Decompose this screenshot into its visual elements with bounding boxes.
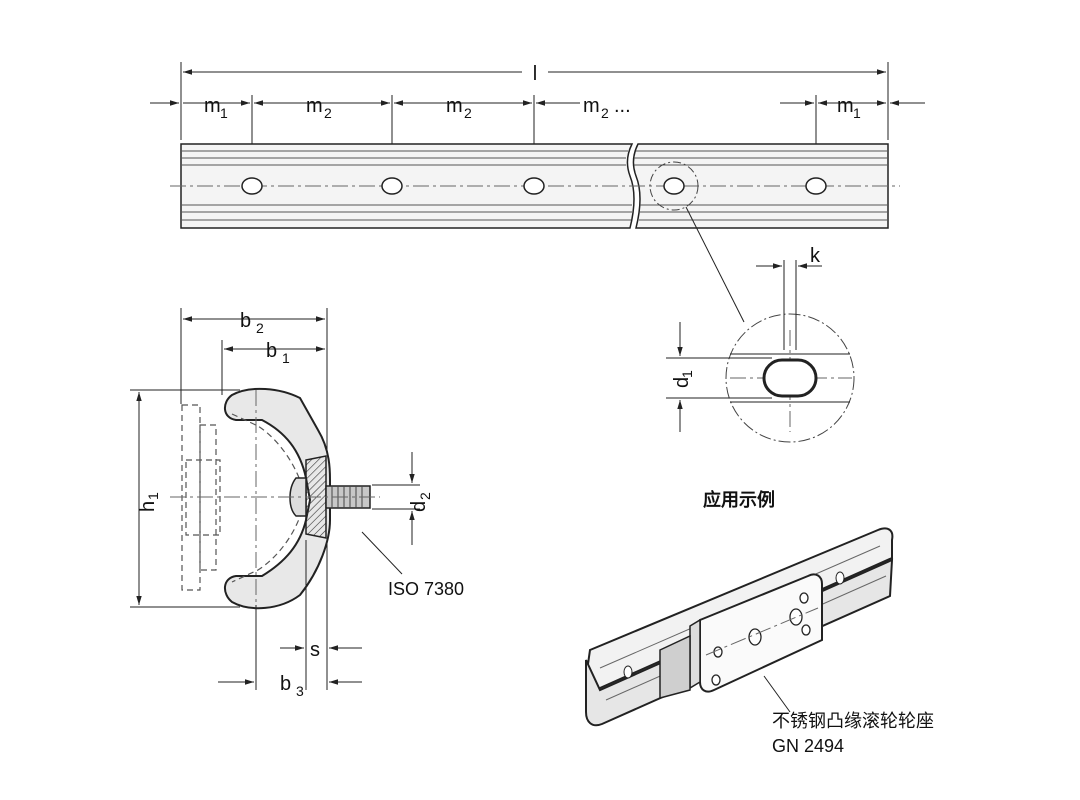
dim-b2-sub: 2 bbox=[256, 320, 264, 336]
rail-inner-hidden bbox=[231, 413, 306, 583]
dim-d1: d bbox=[671, 377, 693, 388]
dim-l-label: l bbox=[533, 63, 537, 85]
iso-leader-line bbox=[361, 531, 403, 575]
mounting-hole bbox=[805, 177, 827, 195]
dim-m1-right: m bbox=[837, 95, 854, 117]
mounting-hole bbox=[381, 177, 403, 195]
application-heading: 应用示例 bbox=[703, 489, 775, 510]
dim-m1-right-sub: 1 bbox=[853, 105, 861, 121]
roller-leader-line bbox=[763, 675, 791, 713]
dim-b1: b bbox=[266, 340, 277, 362]
dim-m2-a: m bbox=[306, 95, 323, 117]
dim-s: s bbox=[310, 639, 320, 661]
slotted-hole bbox=[762, 358, 818, 398]
carriage-holes bbox=[711, 592, 811, 686]
dim-d1-sub: 1 bbox=[679, 370, 695, 378]
dim-m2-c-suffix: ... bbox=[614, 95, 631, 117]
hole-detail-view: k d 1 bbox=[666, 245, 855, 443]
roller-name: 不锈钢凸缘滚轮轮座 bbox=[772, 711, 934, 731]
rail-hole bbox=[835, 571, 845, 585]
dim-m2-c: m bbox=[583, 95, 600, 117]
detail-leader-line bbox=[685, 206, 745, 323]
iso-label: ISO 7380 bbox=[388, 579, 464, 599]
carriage-plate bbox=[699, 573, 823, 693]
mounting-hole bbox=[241, 177, 263, 195]
dim-d2-sub: 2 bbox=[417, 492, 433, 500]
carriage-plate-edge bbox=[689, 618, 701, 690]
rail-groove-lines bbox=[181, 150, 888, 221]
dim-k: k bbox=[810, 245, 821, 267]
roller-code: GN 2494 bbox=[772, 736, 844, 756]
mounting-hole bbox=[523, 177, 545, 195]
rail-hole bbox=[623, 665, 633, 679]
dim-b3-sub: 3 bbox=[296, 683, 304, 699]
dim-m2-a-sub: 2 bbox=[324, 105, 332, 121]
roller-block bbox=[659, 634, 691, 699]
mounting-hole bbox=[663, 177, 685, 195]
dim-b3: b bbox=[280, 673, 291, 695]
rail-top-view: l m 1 m 2 m 2 m 2 ... m 1 bbox=[150, 62, 925, 323]
dim-m2-c-sub: 2 bbox=[601, 105, 609, 121]
dim-b1-sub: 1 bbox=[282, 350, 290, 366]
dim-b2: b bbox=[240, 310, 251, 332]
dim-d2: d bbox=[408, 501, 430, 512]
dim-m1-left: m bbox=[204, 95, 221, 117]
dim-h1: h bbox=[137, 501, 159, 512]
detail-marker-circle bbox=[649, 161, 699, 211]
dim-m1-left-sub: 1 bbox=[220, 105, 228, 121]
dim-m2-b-sub: 2 bbox=[464, 105, 472, 121]
rail-profile-section bbox=[224, 387, 331, 610]
rail-cross-section: b 2 b 1 h 1 d 2 ISO 7380 s b 3 bbox=[130, 308, 464, 699]
application-example: 应用示例 不锈钢凸缘滚轮轮座 GN 2494 bbox=[584, 489, 934, 756]
dim-h1-sub: 1 bbox=[145, 492, 161, 500]
carriage-center-line bbox=[705, 607, 819, 656]
dim-m2-b: m bbox=[446, 95, 463, 117]
